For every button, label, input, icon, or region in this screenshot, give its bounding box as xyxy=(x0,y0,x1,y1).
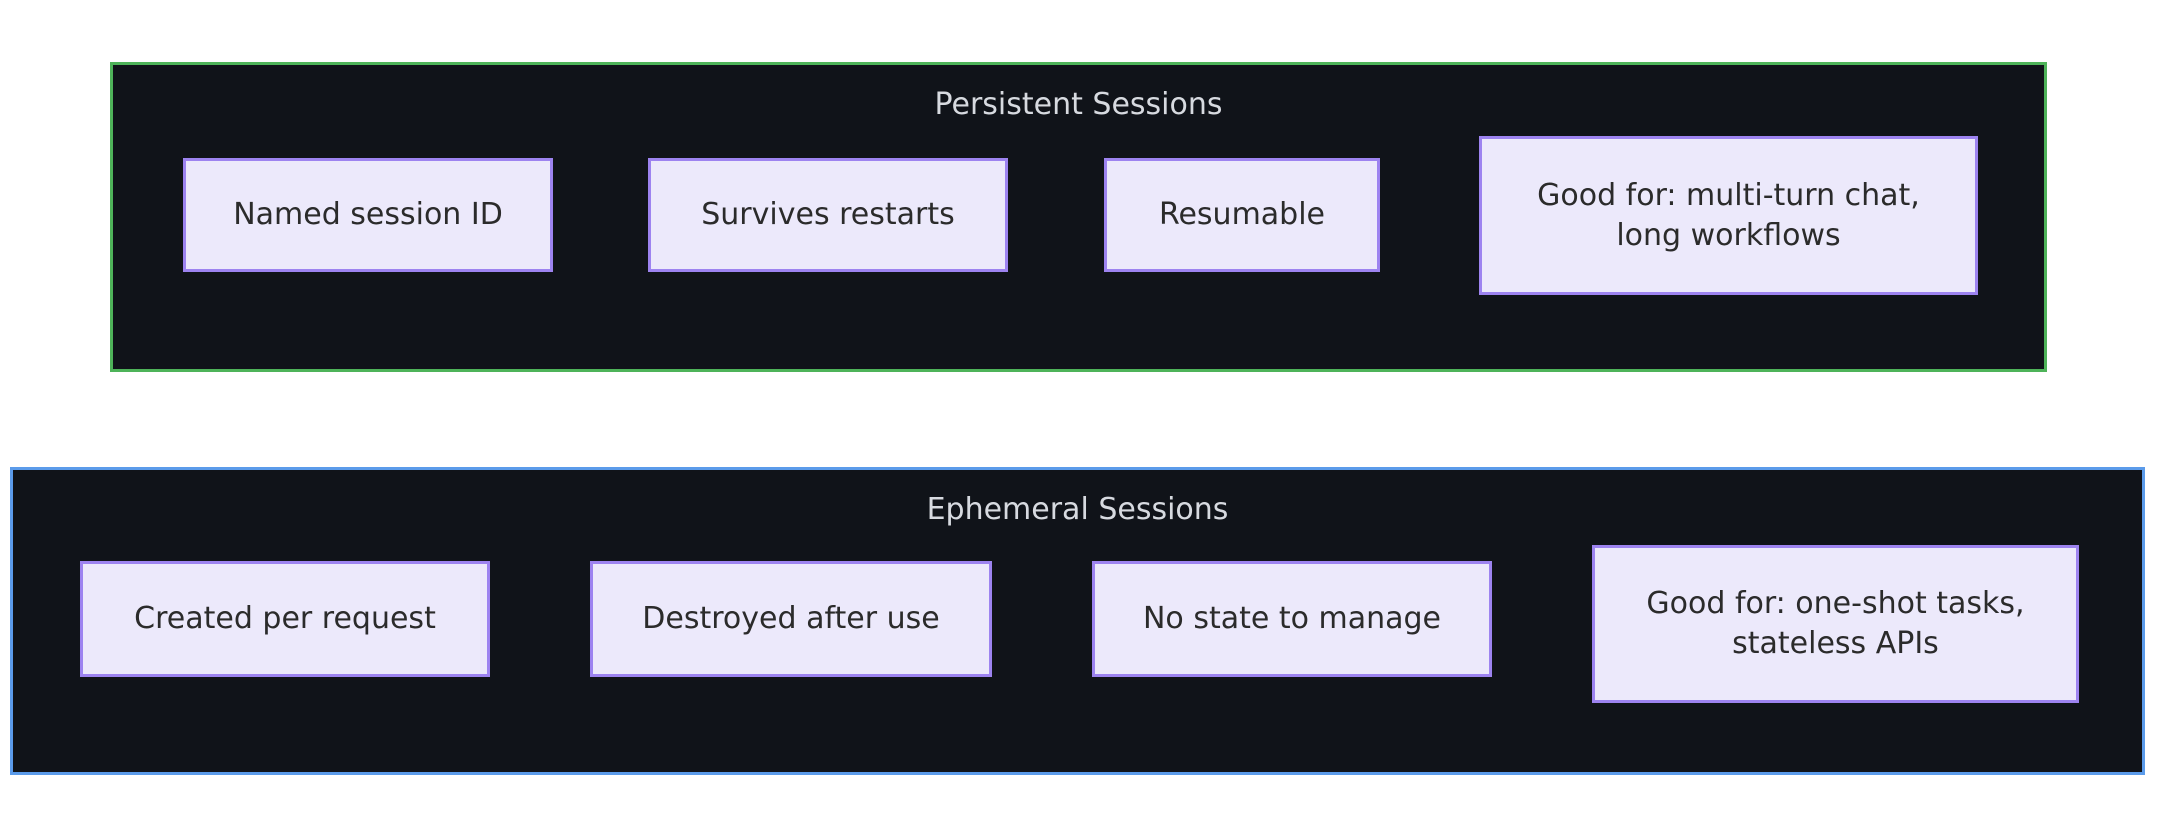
node-label-named-session-id: Named session ID xyxy=(233,197,503,233)
cluster-title-ephemeral-sessions: Ephemeral Sessions xyxy=(926,492,1229,527)
node-good-for-persistent[interactable]: Good for: multi-turn chat, long workflow… xyxy=(1479,136,1978,295)
node-label-no-state-to-manage: No state to manage xyxy=(1142,601,1442,637)
node-named-session-id[interactable]: Named session ID xyxy=(183,158,553,272)
node-resumable[interactable]: Resumable xyxy=(1104,158,1380,272)
node-survives-restarts[interactable]: Survives restarts xyxy=(648,158,1008,272)
node-label-created-per-request: Created per request xyxy=(134,601,436,637)
node-no-state-to-manage[interactable]: No state to manage xyxy=(1092,561,1492,677)
node-label-resumable: Resumable xyxy=(1158,197,1326,233)
node-destroyed-after-use[interactable]: Destroyed after use xyxy=(590,561,992,677)
cluster-title-persistent-sessions: Persistent Sessions xyxy=(934,87,1223,122)
node-label-survives-restarts: Survives restarts xyxy=(701,197,955,233)
node-created-per-request[interactable]: Created per request xyxy=(80,561,490,677)
node-good-for-ephemeral[interactable]: Good for: one-shot tasks, stateless APIs xyxy=(1592,545,2079,703)
node-label-good-for-persistent: Good for: multi-turn chat, long workflow… xyxy=(1537,177,1920,253)
node-label-destroyed-after-use: Destroyed after use xyxy=(642,601,940,637)
node-label-good-for-ephemeral: Good for: one-shot tasks, stateless APIs xyxy=(1646,586,2025,661)
